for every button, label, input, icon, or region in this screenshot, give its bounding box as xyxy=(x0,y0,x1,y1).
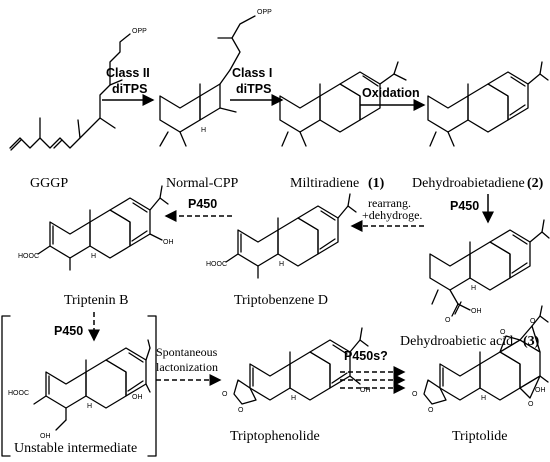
h-label-triptenin: H xyxy=(91,253,96,260)
class-i-label-1: Class I xyxy=(232,66,272,80)
dehydroabietadiene-label: Dehydroabietadiene xyxy=(412,176,525,191)
hooc-label-intermediate: HOOC xyxy=(8,390,29,397)
class-i-label-2: diTPS xyxy=(236,82,271,96)
bracket-left xyxy=(1,315,11,457)
p450-label-3: P450 xyxy=(54,324,83,338)
dehydroabietic-acid-structure: OH O H xyxy=(429,219,550,324)
oh-label-intermediate: OH xyxy=(132,394,143,401)
o-label-triptophenolide-1: O xyxy=(222,391,228,398)
rearrang-label-2: +dehydroge. xyxy=(362,208,422,222)
spontaneous-label-1: Spontaneous xyxy=(156,345,218,359)
oh-label-triptolide: OH xyxy=(535,387,546,394)
h-label-cpp: H xyxy=(201,127,206,134)
class-ii-label-1: Class II xyxy=(106,66,150,80)
rearrang-label-1: rearrang. xyxy=(368,196,411,210)
triptobenzene-d-structure: HOOC H xyxy=(206,193,357,279)
o-label-triptolide-2: O xyxy=(428,407,434,414)
p450-label-2: P450 xyxy=(188,197,217,211)
p450-label-1: P450 xyxy=(450,199,479,213)
h-label-triptobenzene: H xyxy=(279,261,284,268)
normal-cpp-label: Normal-CPP xyxy=(166,176,239,191)
triptenin-b-structure: OH HOOC H xyxy=(18,185,174,271)
miltiradiene-structure xyxy=(279,61,407,147)
dehydroabietadiene-structure xyxy=(427,61,549,147)
p450s-label: P450s? xyxy=(344,349,388,363)
o-label-triptolide-1: O xyxy=(412,391,418,398)
unstable-intermediate-label: Unstable intermediate xyxy=(14,441,137,456)
class-ii-label-2: diTPS xyxy=(112,82,147,96)
h-label-triptophenolide: H xyxy=(291,395,296,402)
opp-label-ggpp: OPP xyxy=(132,28,147,35)
ggpp-structure: OPP xyxy=(9,28,147,151)
triptolide-structure: O O O O O OH H xyxy=(412,305,549,414)
o-label-triptolide-5: O xyxy=(528,401,534,408)
triptophenolide-label: Triptophenolide xyxy=(230,429,320,444)
opp-label-cpp: OPP xyxy=(257,9,272,16)
o-label-acid: O xyxy=(445,317,451,324)
miltiradiene-label: Miltiradiene xyxy=(290,176,359,191)
oh-label-intermediate-2: OH xyxy=(40,433,51,440)
bracket-right xyxy=(147,315,157,457)
h-label-acid: H xyxy=(471,285,476,292)
miltiradiene-number: (1) xyxy=(368,176,385,191)
h-label-intermediate: H xyxy=(87,403,92,410)
oh-label-acid: OH xyxy=(471,308,482,315)
oh-label-triptophenolide: OH xyxy=(360,387,371,394)
triptobenzene-d-label: Triptobenzene D xyxy=(234,293,328,308)
hooc-label-triptobenzene: HOOC xyxy=(206,261,227,268)
oxidation-label: Oxidation xyxy=(362,86,420,100)
o-label-triptophenolide-2: O xyxy=(238,407,244,414)
triptolide-label: Triptolide xyxy=(452,429,508,444)
unstable-intermediate-structure: OH HOOC OH H xyxy=(8,339,151,440)
o-label-triptolide-4: O xyxy=(530,318,536,325)
dehydroabietic-acid-label: Dehydroabietic acid xyxy=(400,334,513,349)
triptenin-b-label: Triptenin B xyxy=(64,293,128,308)
h-label-triptolide: H xyxy=(481,395,486,402)
o-label-triptolide-3: O xyxy=(500,329,506,336)
spontaneous-label-2: lactonization xyxy=(156,360,218,374)
hooc-label-triptenin: HOOC xyxy=(18,253,39,260)
normal-cpp-structure: OPP H xyxy=(159,9,272,147)
ggpp-label: GGGP xyxy=(30,176,68,191)
dehydroabietadiene-number: (2) xyxy=(527,176,544,191)
triptophenolide-structure: O O OH H xyxy=(222,327,371,414)
oh-label-triptenin: OH xyxy=(163,239,174,246)
